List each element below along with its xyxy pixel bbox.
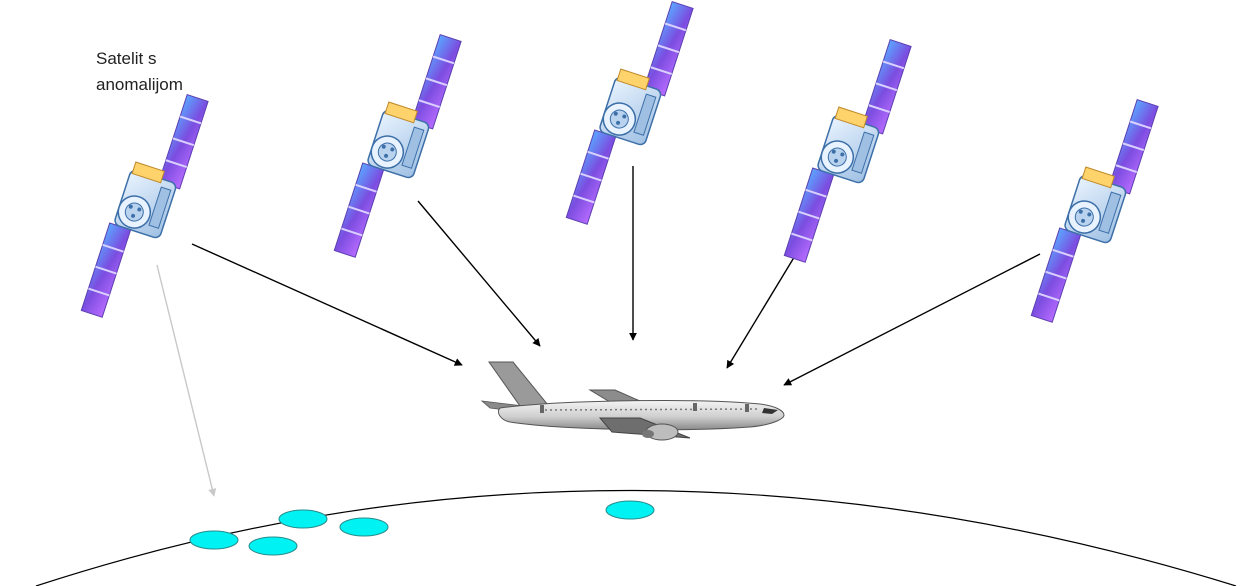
- satellite-icon: [80, 83, 210, 329]
- signal-arrow-5: [783, 253, 1041, 386]
- airplane-icon: [480, 361, 785, 441]
- satellite-icon: [783, 28, 913, 274]
- ground-spot-icon: [189, 530, 239, 550]
- signal-arrows: [191, 166, 1041, 386]
- ground-spot-icon: [278, 509, 328, 529]
- ground-spots: [189, 500, 655, 556]
- satellite-icon: [1030, 88, 1160, 334]
- signal-arrow-1: [191, 243, 463, 366]
- anomaly-satellite-label: Satelit s anomalijom: [96, 49, 183, 94]
- ground-spot-icon: [605, 500, 655, 520]
- ground-spot-icon: [248, 536, 298, 556]
- satellite-icon: [333, 23, 463, 269]
- satellite-icon: [565, 0, 695, 236]
- ground-spot-icon: [339, 517, 389, 537]
- signal-arrow-2: [417, 200, 541, 347]
- anomaly-arrow: [156, 264, 217, 497]
